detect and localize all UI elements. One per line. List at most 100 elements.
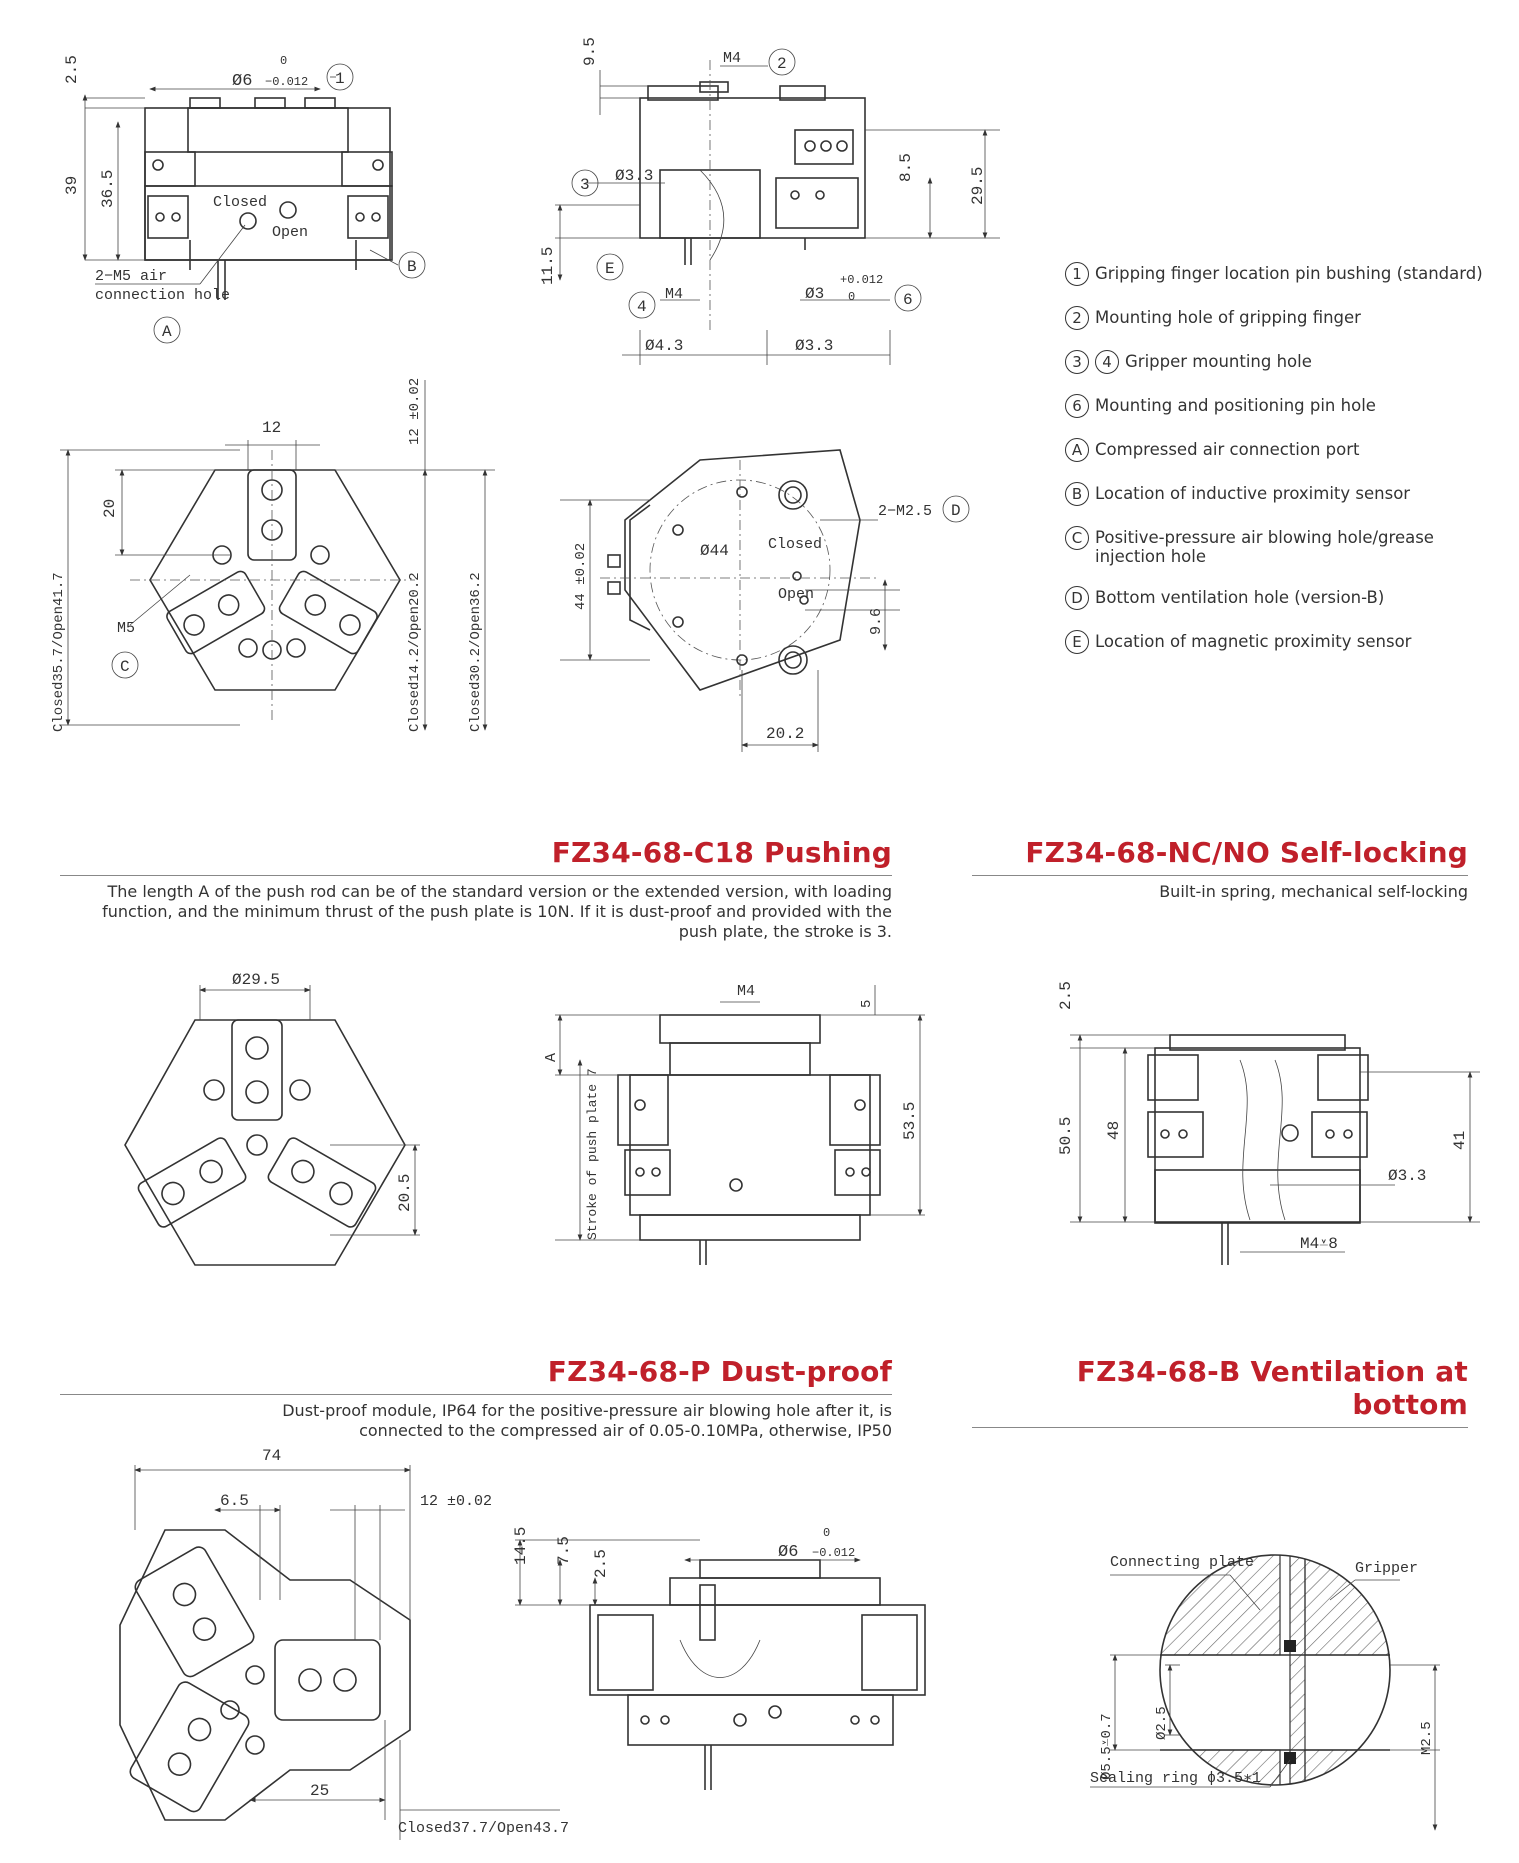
tol-plus: +0.012 [840,273,883,287]
section-desc-dustproof: Dust-proof module, IP64 for the positive… [282,1401,892,1440]
callout-3: 3 [571,169,599,197]
legend-mark: 6 [1065,394,1089,418]
legend-mark: 2 [1065,306,1089,330]
dim-50-5: 50.5 [1057,1117,1075,1155]
dim-closed-30-2: Closed30.2/Open36.2 [468,572,484,732]
dim-44: 44 ±0.02 [573,543,589,610]
dim-20-2: 20.2 [766,725,804,743]
tol-zero-2: 0 [848,290,855,304]
section-desc-pushing: The length A of the push rod can be of t… [102,882,892,941]
label-open-2: Open [778,586,814,603]
dustproof-side-view: 14.5 7.5 2.5 Ø6 0 −0.012 [512,1526,926,1790]
mark-1: 1 [335,70,345,88]
dim-m4-8: M4⩡8 [1300,1235,1338,1253]
callout-1: 1 [326,63,354,91]
side-view-center: 9.5 M4 Ø3.3 8.5 29.5 11.5 M4 Ø3 +0.012 0… [539,37,1000,365]
callout-4: 4 [628,291,656,319]
legend-mark: 3 [1065,350,1089,374]
callout-D: D [942,495,970,523]
selflock-side-view: 2.5 50.5 48 41 Ø3.3 M4⩡8 [1057,981,1480,1265]
section-desc-selflock: Built-in spring, mechanical self-locking [1159,882,1468,901]
dim-phi4-3: Ø4.3 [645,337,683,355]
dim-20: 20 [101,499,119,518]
dim-stroke: Stroke of push plate 7 [585,1068,600,1240]
callout-B: B [398,251,426,279]
dim-m4-bottom: M4 [665,286,683,303]
dim-9-5: 9.5 [581,37,599,66]
callout-2: 2 [768,48,796,76]
mark-B: B [407,258,417,276]
dim-phi3-3: Ø3.3 [615,167,653,185]
dim-2-5-selflock: 2.5 [1057,981,1075,1010]
dim-a: A [543,1053,560,1062]
dim-2-5: 2.5 [63,55,81,84]
dim-phi3: Ø3 [805,285,824,303]
tol-zero: 0 [280,54,287,68]
callout-E: E [596,253,624,281]
dim-phi5-5: Ø5.5⩡0.7 [1099,1713,1115,1780]
dim-m5: M5 [117,620,135,637]
legend-text: Location of inductive proximity sensor [1095,484,1411,503]
legend-text: Compressed air connection port [1095,440,1360,459]
dim-m4-top: M4 [723,50,741,67]
tol-zero-dust: 0 [823,1526,830,1540]
dim-closed-35-7: Closed35.7/Open41.7 [51,572,67,732]
legend-text: Mounting and positioning pin hole [1095,396,1376,415]
dim-phi2-5: Ø2.5 [1154,1706,1170,1740]
dim-29-5: 29.5 [969,167,987,205]
bottom-view-center: 44 ±0.02 Ø44 Closed Open 2−M2.5 9.6 20.2 [560,449,932,752]
dustproof-top-view: 74 6.5 12 ±0.02 25 Closed37.7/Open43.7 [119,1447,569,1840]
legend-mark: B [1065,482,1089,506]
front-view-left: 2.5 39 36.5 Ø6 0 −0.012 Closed Open 2−M5… [63,54,399,304]
mark-D: D [951,502,961,520]
section-title-pushing: FZ34-68-C18 Pushing [60,836,892,876]
section-title-dustproof: FZ34-68-P Dust-proof [60,1355,892,1395]
dim-74: 74 [262,1447,281,1465]
air-hole-line2: connection hole [95,287,230,304]
dim-m2-5-vent: M2.5 [1419,1721,1435,1755]
dim-phi44: Ø44 [700,542,729,560]
section-dustproof: FZ34-68-P Dust-proof Dust-proof module, … [60,1355,892,1441]
legend-text: Positive-pressure air blowing hole/greas… [1095,528,1434,566]
mark-4: 4 [637,298,647,316]
dim-20-5: 20.5 [396,1174,414,1212]
legend-mark: 4 [1095,350,1119,374]
dim-6-5: 6.5 [220,1492,249,1510]
ventilation-detail: Connecting plate Gripper Ø5.5⩡0.7 Ø2.5 S… [1090,1554,1440,1831]
legend-text: Gripping finger location pin bushing (st… [1095,264,1483,283]
air-hole-line1: 2−M5 air [95,268,167,285]
legend-item: 2 Mounting hole of gripping finger [1065,306,1485,330]
label-closed-2: Closed [768,536,822,553]
mark-A: A [162,323,172,341]
dim-9-6: 9.6 [868,608,885,635]
legend-mark: E [1065,630,1089,654]
dim-7-5: 7.5 [555,1536,573,1565]
pushing-side-view: M4 5 A Stroke of push plate 7 53.5 [543,983,925,1265]
dim-2-5-dust: 2.5 [592,1549,610,1578]
dim-phi3-3-selflock: Ø3.3 [1388,1167,1426,1185]
dim-8-5: 8.5 [897,153,915,182]
dim-41: 41 [1451,1131,1469,1150]
legend-mark: D [1065,586,1089,610]
section-selflock: FZ34-68-NC/NO Self-locking Built-in spri… [972,836,1468,902]
callout-6: 6 [894,284,922,312]
dim-closed-37-7: Closed37.7/Open43.7 [398,1820,569,1837]
dim-12-tol-dust: 12 ±0.02 [420,1493,492,1510]
legend-text: Mounting hole of gripping finger [1095,308,1361,327]
callout-A: A [153,316,181,344]
legend-text: Gripper mounting hole [1125,352,1312,371]
mark-E: E [605,260,615,278]
mark-2: 2 [777,55,787,73]
dim-5: 5 [859,1000,875,1008]
dim-39: 39 [63,176,81,195]
section-title-selflock: FZ34-68-NC/NO Self-locking [972,836,1468,876]
legend-item: B Location of inductive proximity sensor [1065,482,1485,506]
mark-C: C [120,658,130,676]
legend-text: Location of magnetic proximity sensor [1095,632,1412,651]
section-ventilation: FZ34-68-B Ventilation at bottom [972,1355,1468,1428]
